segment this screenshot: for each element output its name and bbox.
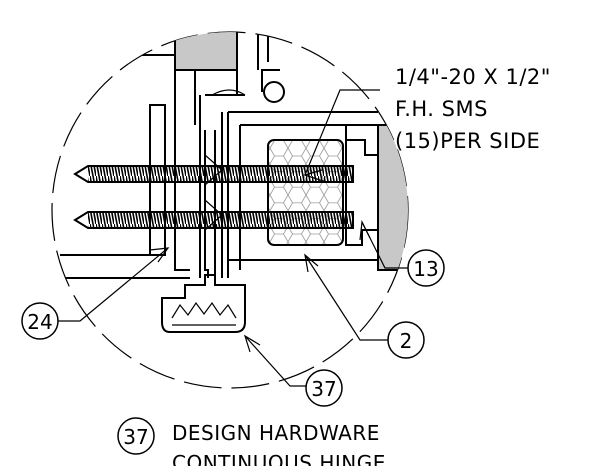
- frame-block-gray: [174, 32, 238, 71]
- jamb-gray: [377, 124, 408, 271]
- screw-note-line1: 1/4"-20 X 1/2": [395, 65, 551, 89]
- callout-37: 37: [305, 369, 343, 407]
- screw-lower: [73, 211, 354, 229]
- section-geometry: [60, 32, 408, 333]
- callout-2-label: 2: [400, 329, 413, 353]
- honeycomb-core: [267, 139, 344, 246]
- hinge-extrusion: [161, 274, 246, 333]
- caption-line1: DESIGN HARDWARE: [172, 421, 380, 445]
- detail-circle: [51, 31, 409, 389]
- screw-note-line3: (15)PER SIDE: [395, 129, 540, 153]
- callout-13: 13: [407, 249, 445, 287]
- callout-24: 24: [21, 302, 59, 340]
- callout-2: 2: [387, 321, 425, 359]
- jamb-notch: [345, 124, 379, 156]
- callout-37-label: 37: [311, 377, 336, 401]
- callout-24-label: 24: [27, 310, 52, 334]
- screw-upper: [73, 165, 354, 183]
- caption-line2: CONTINUOUS HINGE: [172, 451, 386, 466]
- caption: 37 DESIGN HARDWARE CONTINUOUS HINGE: [117, 417, 386, 466]
- callout-13-label: 13: [413, 257, 438, 281]
- screw-note-line2: F.H. SMS: [395, 97, 488, 121]
- caption-number: 37: [123, 425, 148, 449]
